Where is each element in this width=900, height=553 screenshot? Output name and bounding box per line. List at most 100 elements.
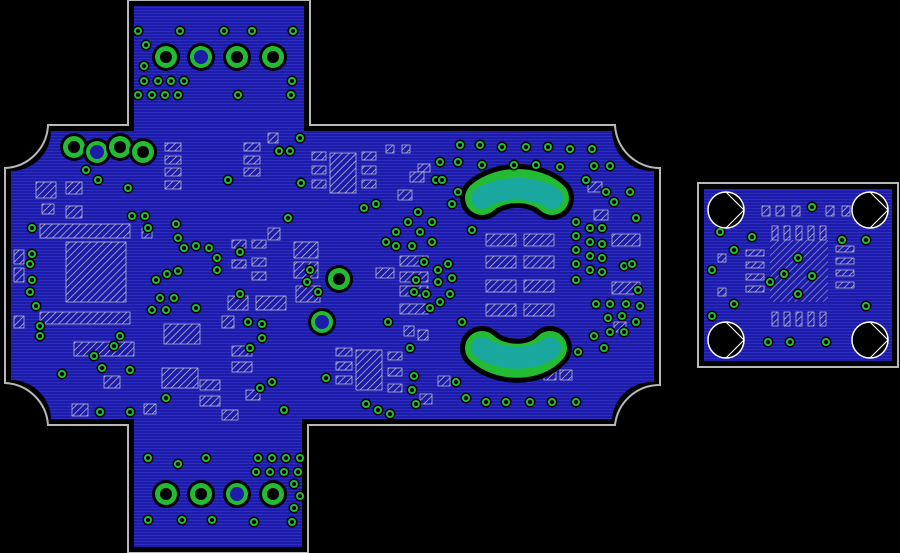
smd-pad <box>335 361 353 371</box>
via-drill <box>289 93 293 97</box>
smd-pad <box>417 329 429 341</box>
via-drill <box>296 470 300 474</box>
via-drill <box>592 334 596 338</box>
smd-pad <box>783 311 791 327</box>
via-drill <box>384 240 388 244</box>
smd-pad <box>199 379 221 391</box>
via-drill <box>174 222 178 226</box>
smd-pad <box>819 225 827 241</box>
smd-pad <box>761 205 771 217</box>
via-drill <box>126 186 130 190</box>
via-drill <box>394 230 398 234</box>
via-drill <box>362 206 366 210</box>
smd-pad <box>355 349 383 391</box>
via-drill <box>156 79 160 83</box>
via-drill <box>796 256 800 260</box>
smd-pad <box>163 323 201 345</box>
smd-pad <box>103 375 121 389</box>
smd-pad <box>65 181 83 195</box>
through-hole-drill <box>137 146 149 158</box>
through-hole-drill <box>90 145 104 159</box>
smd-pad <box>835 245 855 253</box>
via-drill <box>600 242 604 246</box>
smd-pad <box>807 311 815 327</box>
via-drill <box>600 256 604 260</box>
via-drill <box>410 388 414 392</box>
via-drill <box>782 272 786 276</box>
via-drill <box>182 246 186 250</box>
via-drill <box>298 494 302 498</box>
smd-pad <box>329 152 357 194</box>
via-drill <box>176 236 180 240</box>
via-drill <box>324 376 328 380</box>
via-drill <box>710 314 714 318</box>
via-drill <box>612 200 616 204</box>
via-drill <box>636 288 640 292</box>
via-drill <box>864 304 868 308</box>
via-drill <box>144 43 148 47</box>
via-drill <box>260 336 264 340</box>
via-drill <box>248 346 252 350</box>
smd-pad <box>409 171 425 183</box>
smd-pad <box>41 203 55 215</box>
via-drill <box>718 230 722 234</box>
via-drill <box>376 408 380 412</box>
via-drill <box>282 470 286 474</box>
via-drill <box>456 160 460 164</box>
via-drill <box>100 366 104 370</box>
smd-pad <box>745 285 765 293</box>
via-drill <box>394 244 398 248</box>
via-drill <box>284 456 288 460</box>
via-drill <box>290 520 294 524</box>
via-drill <box>238 292 242 296</box>
via-drill <box>270 456 274 460</box>
via-drill <box>788 340 792 344</box>
smd-pad <box>13 315 25 329</box>
via-drill <box>282 408 286 412</box>
via-drill <box>176 462 180 466</box>
smd-pad <box>13 267 25 283</box>
via-drill <box>146 226 150 230</box>
via-drill <box>602 346 606 350</box>
via-drill <box>768 280 772 284</box>
via-drill <box>290 79 294 83</box>
via-drill <box>260 322 264 326</box>
via-drill <box>128 368 132 372</box>
mounting-holes <box>707 191 889 359</box>
mounting-hole <box>851 321 889 359</box>
smd-pad <box>243 167 261 177</box>
smd-pad <box>523 303 555 317</box>
smd-pad <box>825 205 835 217</box>
via-drill <box>574 400 578 404</box>
via-drill <box>606 316 610 320</box>
via-drill <box>450 202 454 206</box>
via-drill <box>305 280 309 284</box>
smd-pad <box>399 303 429 315</box>
via-drill <box>38 334 42 338</box>
via-drill <box>150 93 154 97</box>
via-drill <box>436 268 440 272</box>
smd-pad <box>73 341 135 357</box>
via-drill <box>374 202 378 206</box>
via-drill <box>628 190 632 194</box>
smd-pad <box>164 167 182 177</box>
via-drill <box>158 296 162 300</box>
via-drill <box>165 272 169 276</box>
via-drill <box>292 482 296 486</box>
via-drill <box>634 320 638 324</box>
smd-pad <box>419 393 433 405</box>
through-hole-drill <box>114 141 126 153</box>
via-drill <box>268 470 272 474</box>
smd-pad <box>243 142 261 152</box>
mounting-hole-marker <box>869 321 889 359</box>
via-drill <box>576 350 580 354</box>
smd-pad <box>251 257 267 267</box>
via-drill <box>458 143 462 147</box>
through-hole-drill <box>267 51 279 63</box>
via-drill <box>292 506 296 510</box>
via-drill <box>574 262 578 266</box>
smd-pad <box>745 261 765 269</box>
via-drill <box>226 178 230 182</box>
via-drill <box>308 268 312 272</box>
via-drill <box>568 147 572 151</box>
